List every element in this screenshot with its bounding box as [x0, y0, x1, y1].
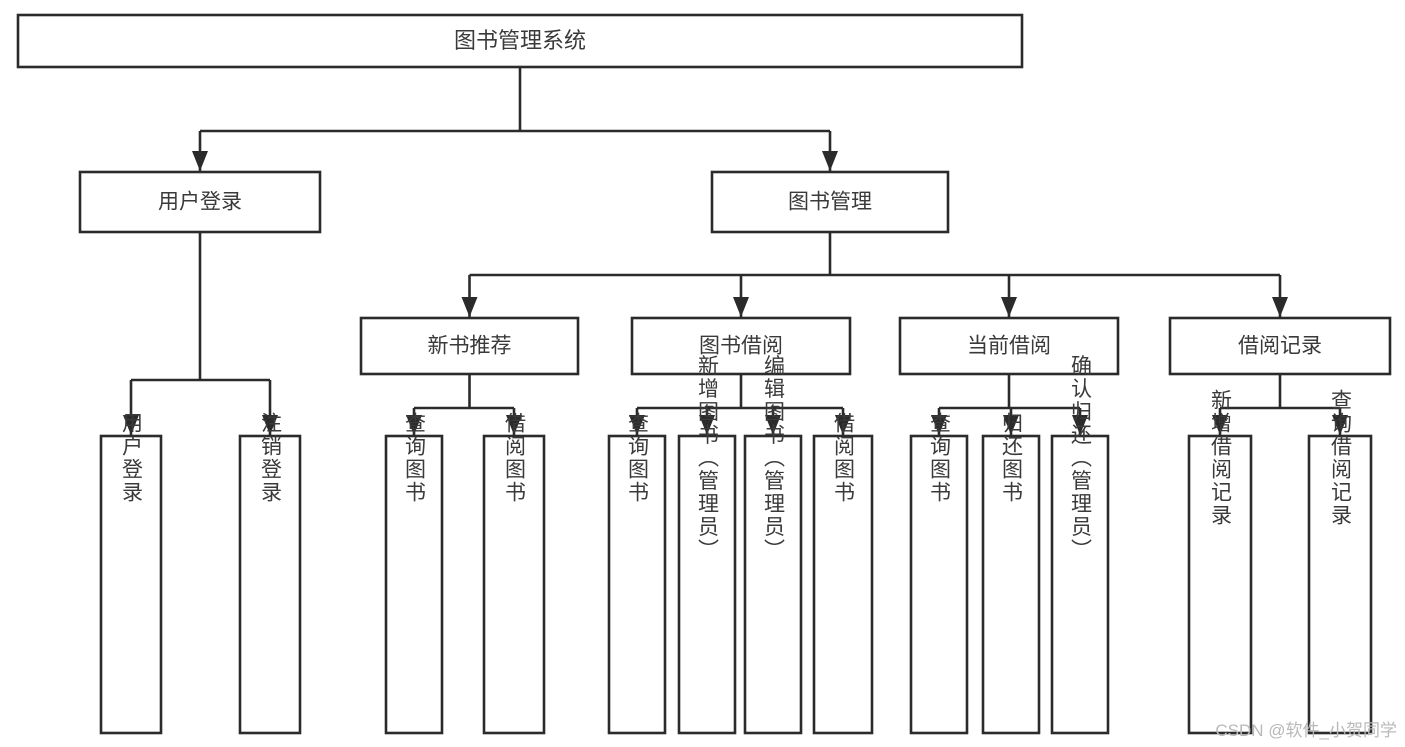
- leaf-confirm-return-admin-label: 确认归还（管理员）: [1069, 355, 1093, 562]
- leaf-add-book-admin-rect[interactable]: [677, 434, 737, 735]
- leaf-query-borrow-record[interactable]: 查询借阅记录: [1307, 389, 1373, 735]
- leaf-add-borrow-record-rect[interactable]: [1187, 434, 1253, 735]
- leaf-borrow-book-label: 借阅图书: [832, 412, 856, 504]
- node-current-borrow-rect[interactable]: [898, 316, 1120, 376]
- leaf-borrow-book-rect[interactable]: [812, 434, 874, 735]
- node-book-borrow-label: 图书借阅: [699, 335, 783, 358]
- edges-layer: [123, 67, 1348, 435]
- node-book-borrow-rect[interactable]: [630, 316, 852, 376]
- arrow-head-icon: [406, 415, 422, 435]
- leaf-query-book-current[interactable]: 查询图书: [909, 412, 969, 735]
- leaf-query-book-borrow-rect[interactable]: [607, 434, 667, 735]
- arrow-head-icon: [1072, 415, 1088, 435]
- leaf-add-borrow-record-label: 新增借阅记录: [1209, 389, 1233, 527]
- leaf-return-book-rect[interactable]: [981, 434, 1041, 735]
- arrow-head-icon: [1272, 297, 1288, 317]
- arrow-head-icon: [1001, 297, 1017, 317]
- leaf-borrow-book-recommend-label: 借阅图书: [503, 412, 527, 504]
- leaf-query-borrow-record-rect[interactable]: [1307, 434, 1373, 735]
- leaf-query-book-current-rect[interactable]: [909, 434, 969, 735]
- node-borrow-record-label: 借阅记录: [1238, 335, 1322, 358]
- leaf-logout-login-rect[interactable]: [238, 434, 302, 735]
- node-user-login[interactable]: 用户登录: [78, 170, 322, 234]
- arrow-head-icon: [1212, 415, 1228, 435]
- leaf-confirm-return-admin-rect[interactable]: [1050, 434, 1110, 735]
- leaf-edit-book-admin[interactable]: 编辑图书（管理员）: [743, 355, 803, 735]
- arrow-head-icon: [123, 415, 139, 435]
- arrow-head-icon: [1003, 415, 1019, 435]
- leaf-add-borrow-record[interactable]: 新增借阅记录: [1187, 389, 1253, 735]
- arrow-head-icon: [931, 415, 947, 435]
- leaf-user-login[interactable]: 用户登录: [99, 412, 163, 735]
- leaf-edit-book-admin-label: 编辑图书（管理员）: [762, 355, 786, 562]
- leaf-borrow-book-recommend-rect[interactable]: [482, 434, 546, 735]
- leaf-return-book-label: 归还图书: [1000, 412, 1024, 504]
- node-new-book-recommend-label: 新书推荐: [428, 335, 512, 358]
- arrow-head-icon: [822, 151, 838, 171]
- arrow-head-icon: [506, 415, 522, 435]
- nodes-layer: 图书管理系统用户登录图书管理新书推荐图书借阅当前借阅借阅记录用户登录注销登录查询…: [16, 13, 1392, 735]
- arrow-head-icon: [835, 415, 851, 435]
- leaf-logout-login-label: 注销登录: [259, 412, 283, 504]
- leaf-query-book-borrow-label: 查询图书: [626, 412, 650, 504]
- arrow-head-icon: [1332, 415, 1348, 435]
- node-book-management[interactable]: 图书管理: [710, 170, 950, 234]
- leaf-user-login-rect[interactable]: [99, 434, 163, 735]
- arrow-head-icon: [765, 415, 781, 435]
- node-book-management-label: 图书管理: [788, 191, 872, 214]
- node-book-borrow[interactable]: 图书借阅: [630, 316, 852, 376]
- node-current-borrow[interactable]: 当前借阅: [898, 316, 1120, 376]
- leaf-return-book[interactable]: 归还图书: [981, 412, 1041, 735]
- node-root-title-rect[interactable]: [16, 13, 1024, 69]
- node-user-login-label: 用户登录: [158, 191, 242, 214]
- leaf-query-book-recommend[interactable]: 查询图书: [384, 412, 444, 735]
- leaf-query-book-borrow[interactable]: 查询图书: [607, 412, 667, 735]
- node-current-borrow-label: 当前借阅: [967, 335, 1051, 358]
- leaf-query-borrow-record-label: 查询借阅记录: [1329, 389, 1353, 527]
- node-user-login-rect[interactable]: [78, 170, 322, 234]
- leaf-borrow-book[interactable]: 借阅图书: [812, 412, 874, 735]
- leaf-add-book-admin-label: 新增图书（管理员）: [696, 355, 720, 562]
- leaf-confirm-return-admin[interactable]: 确认归还（管理员）: [1050, 355, 1110, 735]
- arrow-head-icon: [262, 415, 278, 435]
- watermark-text: CSDN @软件_小贺同学: [1215, 721, 1397, 740]
- leaf-borrow-book-recommend[interactable]: 借阅图书: [482, 412, 546, 735]
- leaf-edit-book-admin-rect[interactable]: [743, 434, 803, 735]
- arrow-head-icon: [733, 297, 749, 317]
- node-new-book-recommend[interactable]: 新书推荐: [359, 316, 580, 376]
- node-borrow-record[interactable]: 借阅记录: [1168, 316, 1392, 376]
- node-new-book-recommend-rect[interactable]: [359, 316, 580, 376]
- leaf-query-book-recommend-label: 查询图书: [403, 412, 427, 504]
- leaf-query-book-recommend-rect[interactable]: [384, 434, 444, 735]
- leaf-logout-login[interactable]: 注销登录: [238, 412, 302, 735]
- node-book-management-rect[interactable]: [710, 170, 950, 234]
- arrow-head-icon: [192, 151, 208, 171]
- leaf-add-book-admin[interactable]: 新增图书（管理员）: [677, 355, 737, 735]
- node-root-title[interactable]: 图书管理系统: [16, 13, 1024, 69]
- arrow-head-icon: [629, 415, 645, 435]
- leaf-user-login-label: 用户登录: [120, 412, 144, 504]
- node-root-title-label: 图书管理系统: [454, 28, 586, 53]
- arrow-head-icon: [461, 297, 478, 317]
- leaf-query-book-current-label: 查询图书: [928, 412, 952, 504]
- arrow-head-icon: [699, 415, 715, 435]
- node-borrow-record-rect[interactable]: [1168, 316, 1392, 376]
